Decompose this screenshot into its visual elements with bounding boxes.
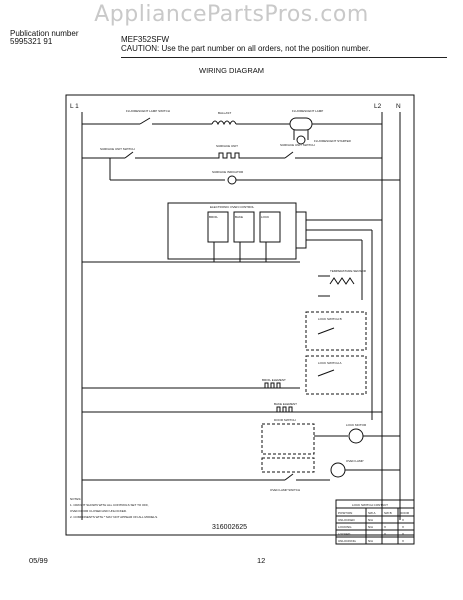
lock-switch-contact-table: [335, 499, 415, 545]
note-line: 1. CIRCUIT SHOWN WITH ALL CONTROLS SET T…: [70, 503, 149, 507]
broil-element-coil: [262, 382, 281, 389]
table-cell: X: [384, 525, 386, 529]
note-line: 2. COMPONENTS WITH * MAY NOT APPEAR ON A…: [70, 515, 158, 519]
table-title: LOCK SWITCH CONTACT: [352, 503, 388, 507]
watermark: AppliancePartsPros.com: [94, 2, 369, 27]
broil-element-label: BROIL ELEMENT: [262, 378, 286, 382]
notes-heading: NOTES:: [70, 497, 81, 501]
door-switch: [261, 423, 315, 455]
diagram-title: WIRING DIAGRAM: [199, 66, 264, 75]
table-cell: N/A: [368, 525, 373, 529]
fluorescent-lamp-label: FLUORESCENT LAMP: [292, 109, 323, 113]
temperature-sensor-label: TEMPERATURE SENSOR: [330, 269, 367, 273]
surface-indicator-label: SURFACE INDICATOR: [212, 170, 244, 174]
table-header: POSITION: [338, 511, 352, 515]
relay-bake-label: BAKE: [235, 215, 243, 219]
electronic-oven-control: [167, 202, 297, 260]
surface-unit-switch-right-label: SURFACE UNIT SWITCH: [280, 143, 315, 147]
relay-lock: [259, 211, 281, 243]
bake-element-coil: [274, 406, 293, 413]
table-header: SW A: [368, 511, 376, 515]
caution-note: CAUTION: Use the part number on all orde…: [121, 44, 371, 53]
relay-bake: [233, 211, 255, 243]
surface-unit-switch-left-label: SURFACE UNIT SWITCH: [100, 147, 135, 151]
table-cell: LOCKED: [338, 532, 351, 536]
temperature-sensor-resistor: [329, 277, 355, 285]
fluorescent-lamp-switch-contact: [139, 117, 151, 125]
table-cell: X: [402, 518, 404, 522]
relay-lock-label: LOCK: [261, 215, 269, 219]
header-rule: [121, 57, 447, 58]
table-cell: LOCKING: [338, 525, 352, 529]
footer-page-number: 12: [257, 556, 266, 565]
fluorescent-starter-label: FLUORESCENT STARTER: [314, 139, 352, 143]
lock-switch-b: [305, 311, 367, 351]
fluorescent-starter: [296, 135, 306, 145]
table-header: SW B: [384, 511, 392, 515]
table-cell: N/A: [368, 518, 373, 522]
line-label-l2: L2: [374, 103, 382, 110]
table-cell: X: [402, 525, 404, 529]
line-label-l1: L 1: [70, 103, 79, 110]
oven-lamp-switch-label: OVEN LAMP SWITCH: [270, 488, 300, 492]
note-line: OVEN DOOR CLOSED AND UNLOCKED.: [70, 509, 127, 513]
door-switch-lamp-contacts: [261, 457, 315, 473]
footer-date: 05/99: [29, 556, 48, 565]
surface-indicator-lamp: [227, 175, 237, 185]
table-cell: UNLOCKING: [338, 539, 357, 543]
line-label-n: N: [396, 103, 401, 110]
publication-label: Publication number: [10, 29, 79, 38]
lock-switch-b-label: LOCK SWITCH B: [318, 317, 342, 321]
ballast-coil: [211, 120, 237, 126]
table-cell: X: [384, 532, 386, 536]
oven-lamp-label: OVEN LAMP: [346, 459, 364, 463]
door-switch-label: DOOR SWITCH: [274, 418, 296, 422]
model-number: MEF352SFW: [121, 35, 170, 44]
table-cell: UNLOCKED: [338, 518, 356, 522]
ballast-label: BALLAST: [218, 111, 231, 115]
lock-motor-label: LOCK MOTOR: [346, 423, 367, 427]
table-header: DOOR: [400, 511, 410, 515]
surface-unit-label: SURFACE UNIT: [216, 144, 238, 148]
table-cell: X: [402, 539, 404, 543]
lock-switch-a-label: LOCK SWITCH A: [318, 361, 342, 365]
oven-lamp: [330, 462, 346, 478]
diagram-frame: [65, 94, 415, 536]
lock-switch-a: [305, 355, 367, 395]
table-cell: N/A: [368, 539, 373, 543]
publication-number: 5995321 91: [10, 37, 53, 46]
relay-broil-label: BROIL: [209, 215, 218, 219]
control-connector: [295, 211, 307, 249]
drawing-number: 316002625: [212, 524, 247, 531]
table-cell: X: [402, 532, 404, 536]
oven-lamp-switch-contact: [284, 473, 294, 481]
bake-element-label: BAKE ELEMENT: [274, 402, 297, 406]
fluorescent-lamp-tube: [289, 117, 313, 131]
control-title: ELECTRONIC OVEN CONTROL: [210, 205, 255, 209]
relay-broil: [207, 211, 229, 243]
lock-motor: [348, 428, 364, 444]
fluorescent-lamp-switch-label: FLUORESCENT LAMP SWITCH: [126, 109, 170, 113]
surface-unit-element: [215, 152, 243, 159]
